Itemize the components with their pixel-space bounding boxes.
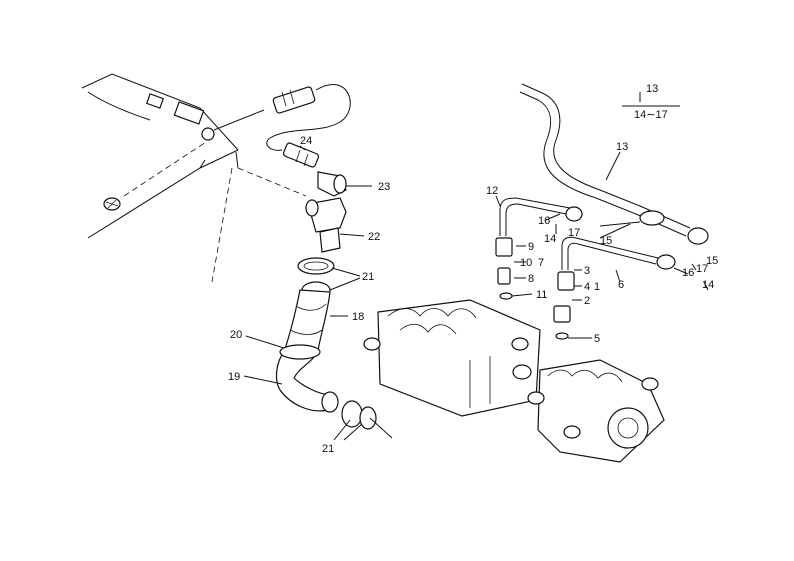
label-1: 1 bbox=[594, 281, 600, 293]
adapter-22 bbox=[305, 197, 347, 253]
pipe-6 bbox=[553, 236, 676, 340]
label-24: 24 bbox=[300, 135, 312, 147]
label-22: 22 bbox=[368, 231, 380, 243]
label-6: 6 bbox=[618, 279, 624, 291]
label-13-group: 13 bbox=[646, 83, 658, 95]
label-4: 4 bbox=[584, 281, 590, 293]
label-17-upper: 17 bbox=[568, 227, 580, 239]
label-8: 8 bbox=[528, 273, 534, 285]
label-16-upper: 16 bbox=[538, 215, 550, 227]
elbow-fitting-23 bbox=[317, 171, 347, 197]
label-15-lower: 15 bbox=[706, 255, 718, 267]
hose-clamp-20 bbox=[279, 344, 321, 360]
label-15-upper: 15 bbox=[600, 235, 612, 247]
label-21-lower: 21 bbox=[322, 443, 334, 455]
label-20: 20 bbox=[230, 329, 242, 341]
label-11: 11 bbox=[536, 289, 547, 301]
label-13: 13 bbox=[616, 141, 628, 153]
label-19: 19 bbox=[228, 371, 240, 383]
label-16-lower: 16 bbox=[682, 267, 694, 279]
pipe-12 bbox=[495, 197, 583, 300]
control-valve-block bbox=[363, 299, 541, 417]
label-7: 7 bbox=[538, 257, 544, 269]
pump-housing bbox=[607, 407, 649, 449]
pipe-13 bbox=[519, 83, 709, 245]
leader-lines bbox=[243, 92, 709, 441]
suction-hose bbox=[275, 289, 339, 413]
label-9: 9 bbox=[528, 241, 534, 253]
label-12: 12 bbox=[486, 185, 498, 197]
label-2: 2 bbox=[584, 295, 590, 307]
label-14-17-group: 14∼17 bbox=[634, 109, 668, 121]
pump-valve-block bbox=[527, 359, 665, 463]
label-14-lower: 14 bbox=[702, 279, 714, 291]
label-21-upper: 21 bbox=[362, 271, 374, 283]
label-3: 3 bbox=[584, 265, 590, 277]
label-23: 23 bbox=[378, 181, 390, 193]
label-17-lower: 17 bbox=[696, 263, 708, 275]
label-14-upper: 14 bbox=[544, 233, 556, 245]
label-5: 5 bbox=[594, 333, 600, 345]
callout-labels: 24 23 22 21 18 20 19 21 13 14∼17 13 12 1… bbox=[228, 83, 718, 455]
tank-body bbox=[81, 73, 307, 283]
label-18: 18 bbox=[352, 311, 364, 323]
label-10: 10 bbox=[520, 257, 532, 269]
hose-clamps-lower bbox=[341, 400, 393, 439]
hose-24 bbox=[266, 84, 351, 168]
